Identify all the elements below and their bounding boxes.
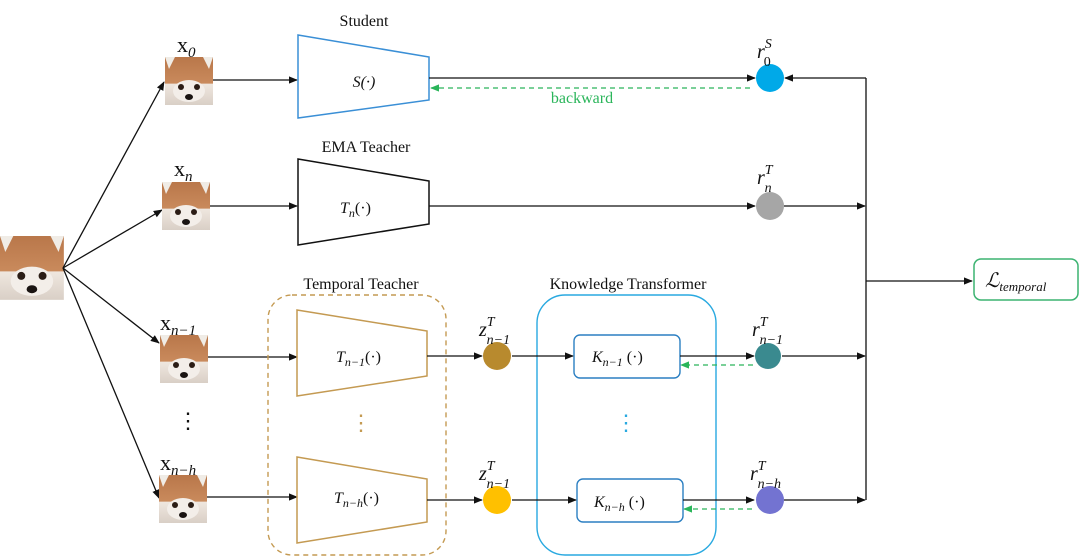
node-z2 bbox=[483, 486, 511, 514]
student-fn: S(·) bbox=[353, 74, 376, 91]
node-r2 bbox=[756, 486, 784, 514]
ema-network bbox=[297, 158, 430, 246]
backward-arrows bbox=[430, 84, 753, 513]
input-x0: x0 bbox=[165, 32, 213, 105]
node-r0S bbox=[756, 64, 784, 92]
node-r1 bbox=[755, 343, 781, 369]
arrow-to-xn bbox=[62, 209, 163, 269]
loss-label: ℒtemporal bbox=[985, 270, 1047, 294]
arrow-to-xnh bbox=[62, 267, 160, 499]
temporal-network-top bbox=[296, 309, 428, 397]
knowledge-transformer-group bbox=[536, 294, 717, 556]
backward-label: backward bbox=[551, 90, 613, 107]
student-network bbox=[297, 34, 430, 119]
node-rnT bbox=[756, 192, 784, 220]
temporal-title: Temporal Teacher bbox=[303, 276, 419, 293]
temporal-network-bottom bbox=[296, 456, 428, 544]
temporal-fn-top: Tn−1(·) bbox=[336, 349, 381, 369]
xn-label: xn bbox=[174, 156, 193, 185]
input-arrows bbox=[207, 76, 298, 501]
input-xn1: xn−1 bbox=[160, 310, 208, 383]
arrow-to-x0 bbox=[62, 81, 165, 269]
transformer-fn-bottom: Kn−h (·) bbox=[593, 494, 645, 514]
node-z1 bbox=[483, 342, 511, 370]
arrow-to-xn1 bbox=[62, 267, 160, 344]
input-xnh: xn−h bbox=[159, 450, 207, 523]
xn1-label: xn−1 bbox=[160, 310, 196, 339]
temporal-ellipsis: ⋮ bbox=[350, 410, 372, 435]
ema-fn: Tn(·) bbox=[340, 200, 371, 220]
fanout-arrows bbox=[62, 81, 165, 499]
ema-title: EMA Teacher bbox=[322, 139, 411, 156]
input-xn: xn bbox=[162, 156, 210, 230]
xnh-label: xn−h bbox=[160, 450, 196, 479]
forward-arrows bbox=[427, 74, 973, 504]
student-title: Student bbox=[340, 13, 389, 30]
inputs-ellipsis: ⋮ bbox=[177, 408, 199, 433]
x0-label: x0 bbox=[177, 32, 196, 61]
source-image bbox=[0, 236, 64, 300]
transformer-title: Knowledge Transformer bbox=[550, 276, 708, 293]
transformer-ellipsis: ⋮ bbox=[615, 410, 637, 435]
loss-box bbox=[973, 258, 1079, 301]
temporal-teacher-group bbox=[267, 294, 447, 556]
temporal-fn-bottom: Tn−h(·) bbox=[334, 490, 379, 510]
transformer-fn-top: Kn−1 (·) bbox=[591, 349, 643, 369]
